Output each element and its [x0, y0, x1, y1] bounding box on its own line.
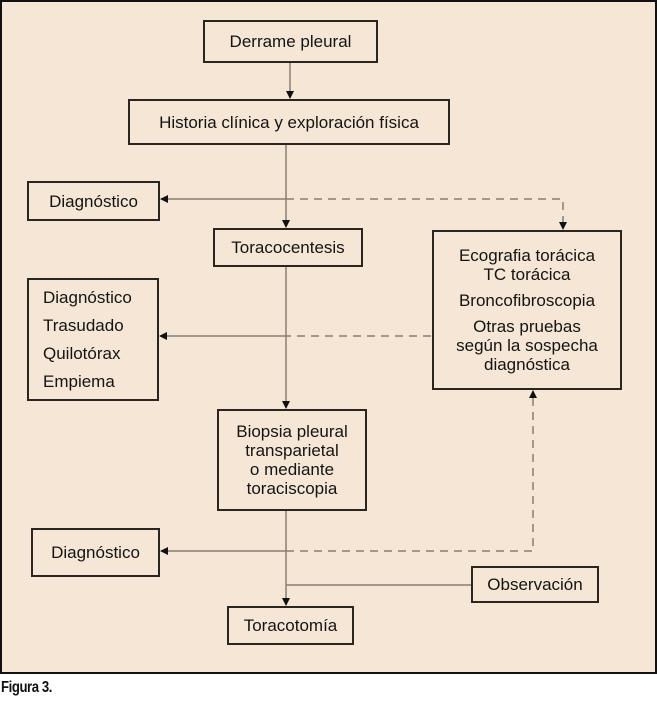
node-label-line: según la sospecha: [456, 336, 598, 355]
node-label-line: Diagnóstico: [43, 287, 132, 307]
node-derrame-pleural: Derrame pleural: [203, 20, 378, 63]
node-label-line: o mediante: [249, 460, 335, 479]
node-label: Diagnóstico: [49, 191, 138, 211]
node-label-line: Biopsia pleural: [236, 422, 348, 441]
edge-biopsia-pruebas: [286, 390, 537, 552]
node-label: Derrame pleural: [229, 32, 352, 51]
node-label-line: toraciscopia: [246, 479, 338, 498]
node-label-line: Trasudado: [43, 315, 124, 335]
node-label: Historia clínica y exploración física: [159, 112, 419, 132]
node-label-line: diagnóstica: [483, 355, 570, 374]
node-label-line: Ecografia torácica: [458, 246, 596, 265]
node-label-line: Otras pruebas: [473, 317, 581, 336]
node-historia-clinica: Historia clínica y exploración física: [128, 99, 450, 145]
node-toracotomia: Toracotomía: [227, 606, 354, 645]
node-label-line: TC torácica: [483, 265, 571, 284]
node-label-line: Empiema: [43, 371, 115, 391]
node-label: Toracotomía: [243, 616, 338, 635]
node-toracocentesis: Toracocentesis: [213, 228, 363, 267]
node-label-line: transparietal: [245, 441, 339, 460]
node-diagnostico-1: Diagnóstico: [27, 181, 160, 221]
node-label: Observación: [487, 575, 583, 594]
node-diagnostico-3: Diagnóstico: [31, 528, 160, 577]
figure-caption: Figura 3.: [1, 679, 52, 696]
node-label: Diagnóstico: [51, 543, 140, 562]
node-label-line: Broncofibroscopia: [458, 291, 596, 310]
node-diagnostico-2: Diagnóstico Trasudado Quilotórax Empiema: [27, 278, 159, 401]
node-observacion: Observación: [471, 566, 599, 603]
node-label-line: Quilotórax: [43, 343, 121, 363]
edge-historia-pruebas: [286, 198, 567, 230]
node-pruebas-complementarias: Ecografia torácica TC torácica Broncofib…: [432, 230, 622, 390]
node-biopsia-pleural: Biopsia pleural transparietal o mediante…: [217, 409, 367, 511]
node-label: Toracocentesis: [231, 238, 345, 257]
